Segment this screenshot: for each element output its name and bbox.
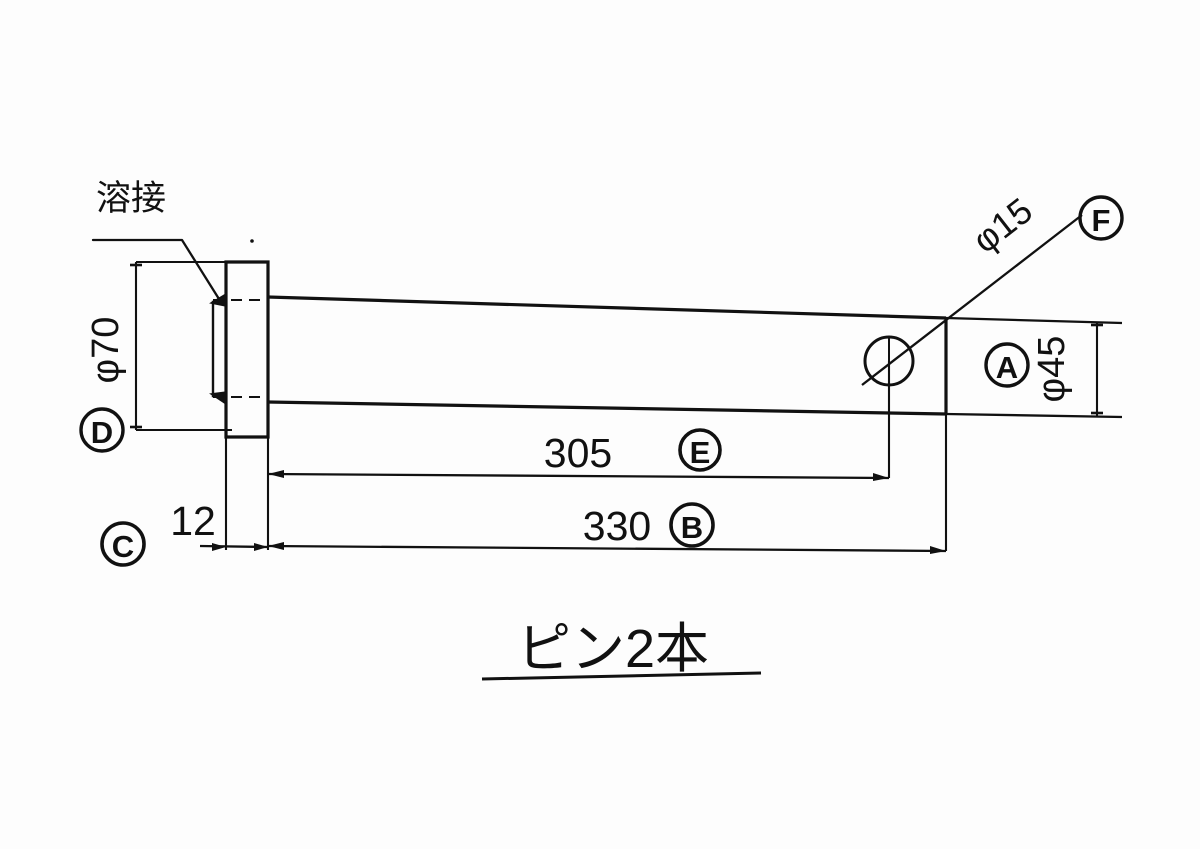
weld-note-leader [91, 238, 254, 301]
balloon-a-label: A [996, 350, 1018, 385]
dim-305-text: 305 [544, 430, 612, 476]
dim-330-lines [266, 414, 948, 554]
dim-305-lines [266, 361, 891, 481]
balloon-e: E [678, 428, 722, 472]
balloon-d: D [79, 407, 125, 453]
balloon-f: F [1078, 195, 1124, 241]
dim-phi45-text: φ45 [1031, 336, 1073, 403]
dim-phi70-lines [130, 260, 232, 432]
dim-phi45-lines [945, 316, 1123, 419]
part-title: ピン2本 [517, 619, 709, 679]
balloon-e-label: E [690, 435, 711, 470]
balloon-c: C [100, 521, 146, 567]
balloon-f-label: F [1092, 203, 1111, 238]
balloon-c-label: C [112, 529, 134, 564]
dim-12-lines [199, 437, 269, 551]
weld-note-label: 溶接 [96, 179, 166, 218]
dim-phi15-leader [861, 214, 1083, 386]
balloon-b: B [669, 502, 715, 548]
balloon-a: A [984, 342, 1030, 388]
balloon-d-label: D [91, 415, 113, 450]
pin-shaft-body [267, 295, 948, 416]
dim-phi70-text: φ70 [85, 317, 127, 384]
dim-12-text: 12 [170, 498, 216, 544]
dim-330-text: 330 [583, 503, 651, 549]
balloon-b-label: B [681, 510, 703, 545]
part-title-underline [481, 671, 762, 681]
weld-fillet-symbols [209, 292, 228, 406]
